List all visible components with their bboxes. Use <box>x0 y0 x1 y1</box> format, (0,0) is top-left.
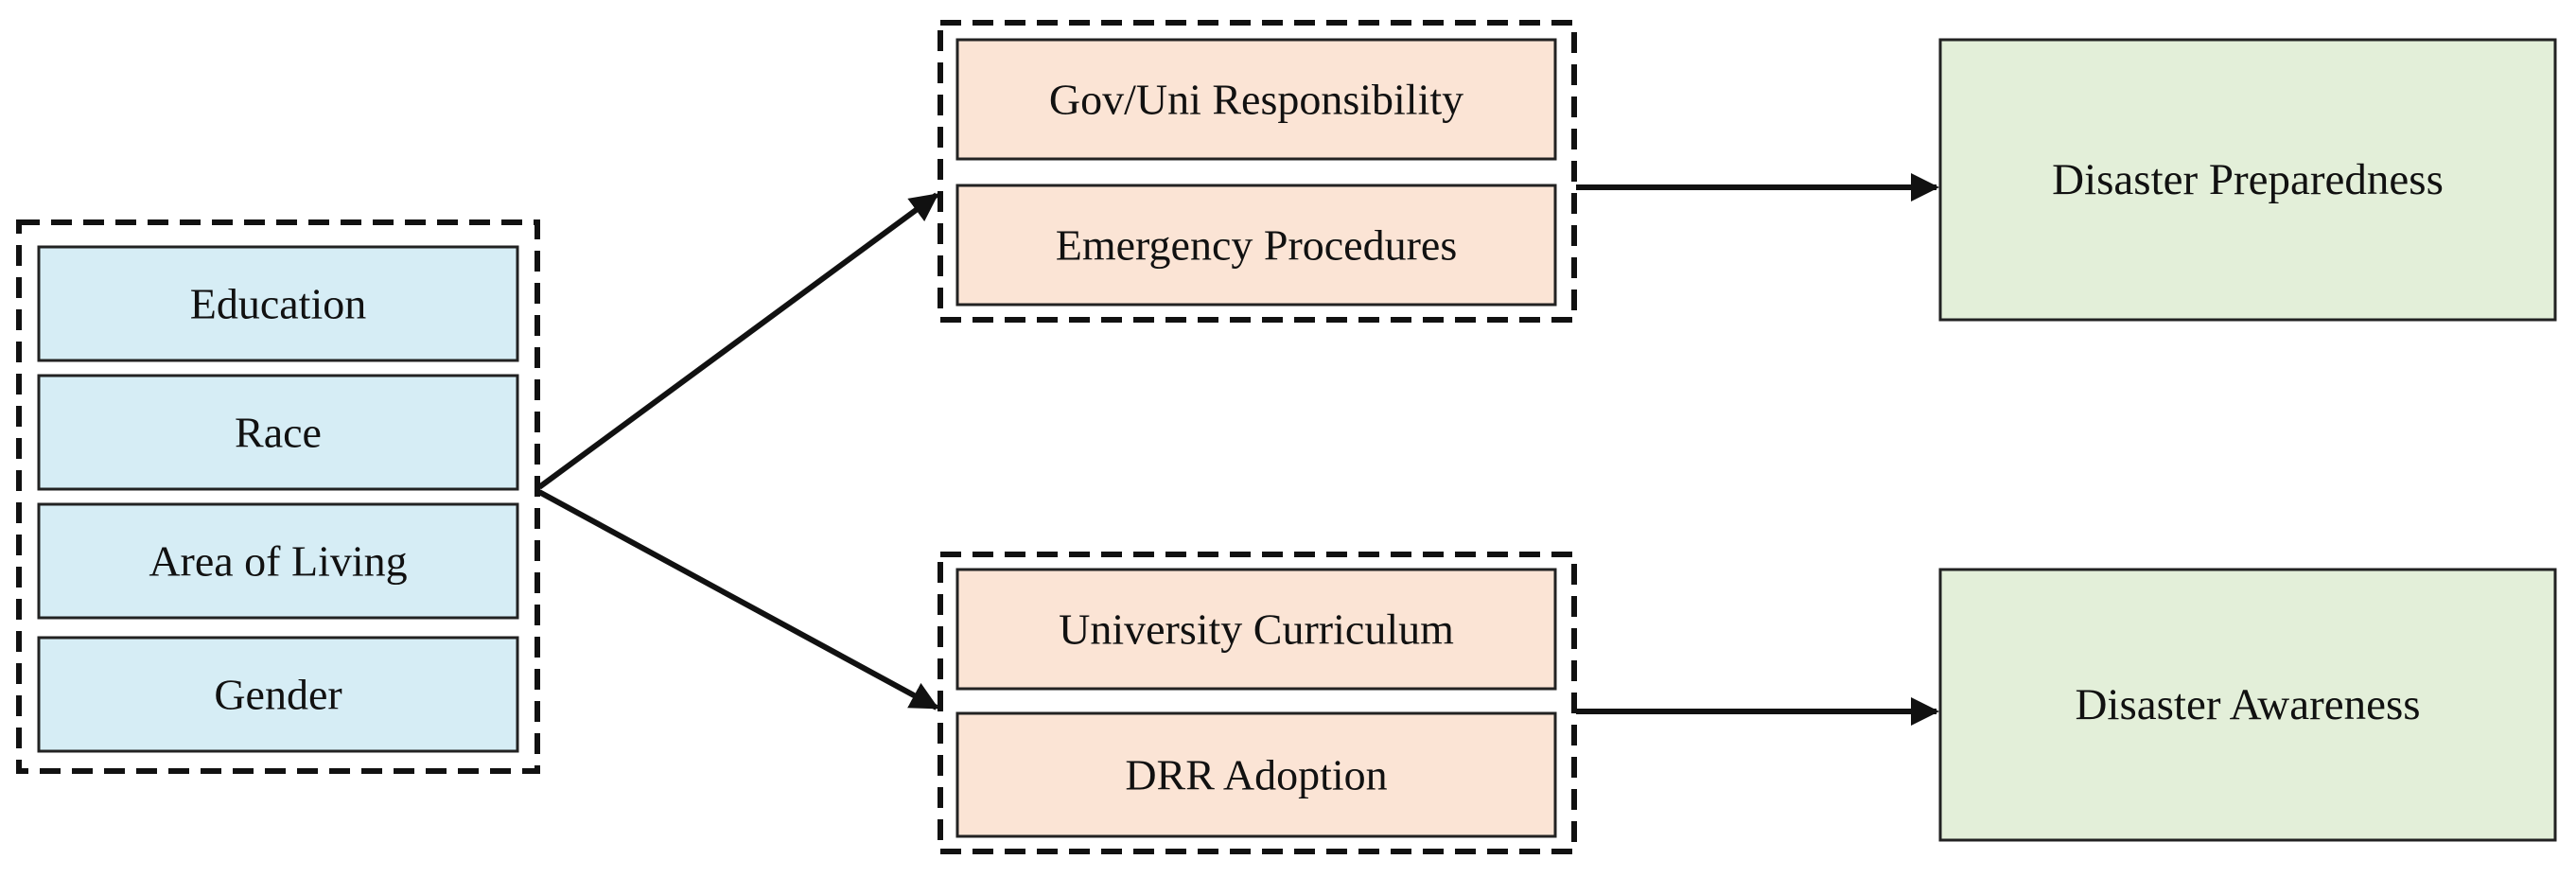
arrow-demographics-to-awareness-factors <box>537 489 939 710</box>
factor-label-university-curriculum: University Curriculum <box>1059 605 1454 654</box>
demographics-group: Education Race Area of Living Gender <box>16 219 540 774</box>
demographic-label-gender: Gender <box>214 671 342 719</box>
preparedness-factors-group: Gov/Uni Responsibility Emergency Procedu… <box>938 20 1577 323</box>
arrow-demographics-to-preparedness-factors <box>537 192 939 490</box>
outcome-label-disaster-preparedness: Disaster Preparedness <box>2052 155 2444 204</box>
factor-box-emergency-procedures: Emergency Procedures <box>955 184 1557 307</box>
factor-box-gov-uni-responsibility: Gov/Uni Responsibility <box>955 38 1557 161</box>
factor-label-gov-uni-responsibility: Gov/Uni Responsibility <box>1049 76 1463 124</box>
demographic-label-race: Race <box>235 409 322 457</box>
demographic-box-race: Race <box>37 374 519 491</box>
awareness-factors-dashed-border <box>938 552 1577 854</box>
demographics-dashed-border <box>16 219 540 774</box>
factor-label-drr-adoption: DRR Adoption <box>1125 751 1387 799</box>
preparedness-factors-dashed-border <box>938 20 1577 323</box>
outcome-box-disaster-preparedness: Disaster Preparedness <box>1938 38 2557 322</box>
demographic-label-education: Education <box>190 280 367 328</box>
demographic-label-area-of-living: Area of Living <box>149 537 407 586</box>
factor-label-emergency-procedures: Emergency Procedures <box>1056 221 1458 270</box>
outcome-label-disaster-awareness: Disaster Awareness <box>2075 680 2420 729</box>
demographic-box-area-of-living: Area of Living <box>37 502 519 620</box>
factor-box-drr-adoption: DRR Adoption <box>955 711 1557 838</box>
awareness-factors-group: University Curriculum DRR Adoption <box>938 552 1577 854</box>
outcome-box-disaster-awareness: Disaster Awareness <box>1938 568 2557 842</box>
factor-box-university-curriculum: University Curriculum <box>955 568 1557 691</box>
demographic-box-education: Education <box>37 245 519 362</box>
demographic-box-gender: Gender <box>37 636 519 753</box>
